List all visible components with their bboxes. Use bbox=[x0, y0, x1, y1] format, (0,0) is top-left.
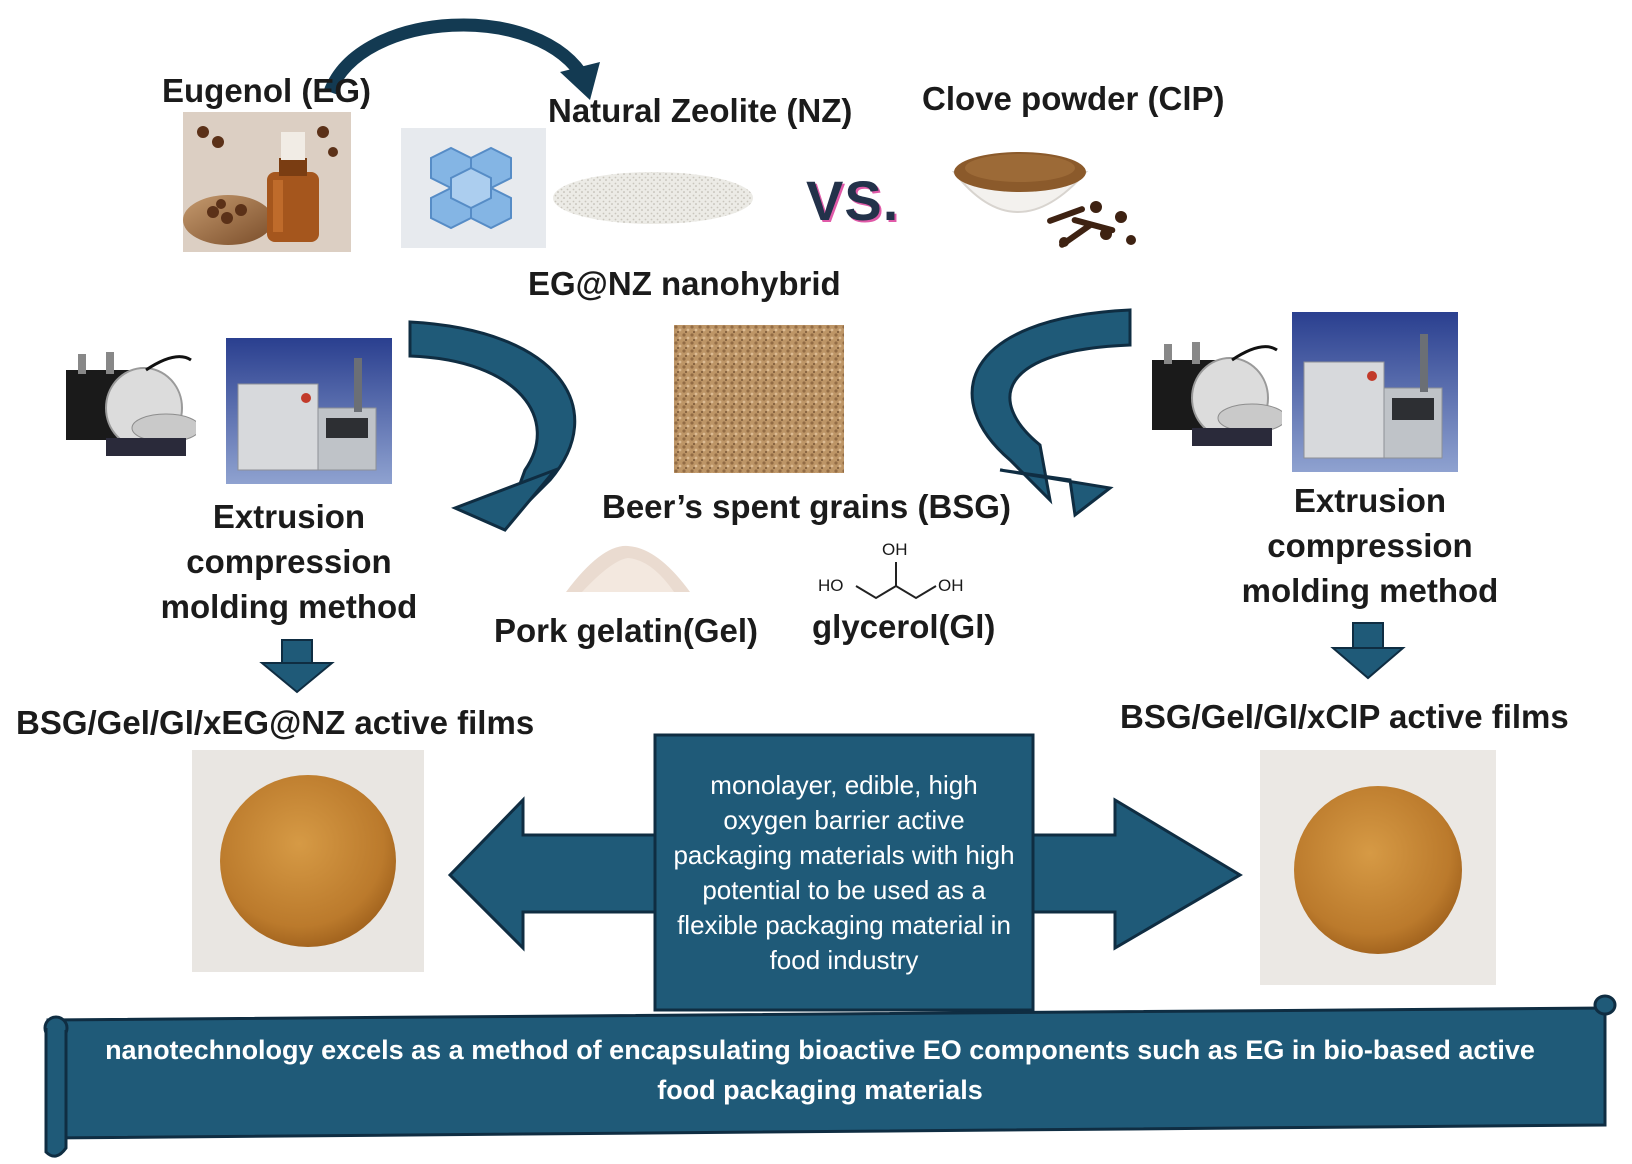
glycerol-oh-right: OH bbox=[938, 576, 964, 595]
left-curved-arrow bbox=[408, 320, 577, 532]
nanohybrid-label: EG@NZ nanohybrid bbox=[528, 265, 841, 302]
gelatin-label: Pork gelatin(Gel) bbox=[494, 612, 759, 649]
right-curved-arrow bbox=[970, 308, 1132, 518]
banner-text: nanotechnology excels as a method of enc… bbox=[105, 1035, 1535, 1105]
bsg-grains-photo-icon bbox=[674, 325, 844, 473]
right-down-arrow bbox=[1330, 622, 1406, 680]
glycerol-label: glycerol(Gl) bbox=[812, 608, 996, 645]
zeolite-label: Natural Zeolite (NZ) bbox=[548, 92, 853, 129]
extruder-machine-icon bbox=[226, 338, 392, 484]
zeolite-structure-icon bbox=[401, 128, 546, 248]
gelatin-powder-icon bbox=[562, 540, 694, 596]
film-disc-photo-icon-right bbox=[1260, 750, 1496, 985]
left-film-label: BSG/Gel/Gl/xEG@NZ active films bbox=[16, 704, 535, 741]
glycerol-ho-left: HO bbox=[818, 576, 844, 595]
scroll-banner bbox=[43, 994, 1617, 1158]
left-down-arrow bbox=[259, 639, 335, 694]
glycerol-structure-icon: OH HO OH bbox=[818, 540, 978, 610]
clove-powder-bowl-icon bbox=[946, 122, 1146, 257]
compression-press-icon bbox=[66, 350, 196, 462]
center-box-bg bbox=[653, 733, 1035, 1012]
center-box-text: monolayer, edible, high oxygen barrier a… bbox=[673, 769, 1015, 975]
bsg-label: Beer’s spent grains (BSG) bbox=[602, 488, 1011, 525]
right-method-label: Extrusion compression molding method bbox=[1241, 482, 1499, 609]
clove-label: Clove powder (ClP) bbox=[922, 80, 1225, 117]
glycerol-oh-top: OH bbox=[882, 540, 908, 559]
left-method-label: Extrusion compression molding method bbox=[160, 498, 418, 625]
eugenol-label: Eugenol (EG) bbox=[162, 72, 371, 109]
eugenol-oil-photo-icon bbox=[183, 112, 351, 252]
compression-press-icon-right bbox=[1152, 340, 1282, 452]
zeolite-powder-icon bbox=[548, 158, 758, 228]
extruder-machine-icon-right bbox=[1292, 312, 1458, 472]
film-disc-photo-icon bbox=[192, 750, 424, 972]
top-curved-arrow bbox=[323, 18, 600, 100]
right-film-label: BSG/Gel/Gl/xClP active films bbox=[1120, 698, 1569, 735]
vs-text: VS. bbox=[806, 169, 900, 232]
